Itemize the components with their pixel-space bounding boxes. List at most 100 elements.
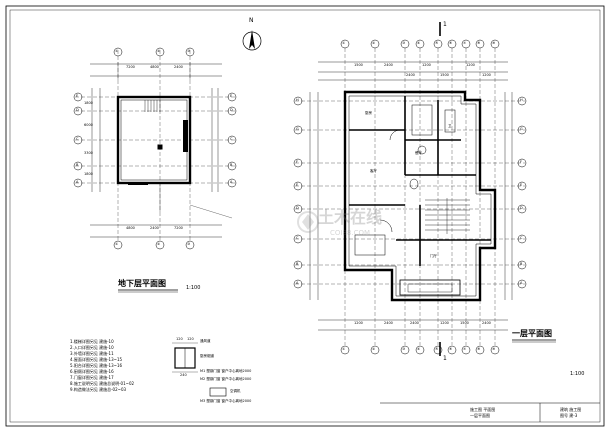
first-floor-plan (293, 22, 556, 356)
ff-dim-top-3: 2400 (406, 73, 415, 77)
ff-axis-right-b: B (520, 262, 523, 266)
vent-detail (172, 342, 198, 373)
note-item: 6.厨厕详图另见 建施-16 (70, 369, 114, 374)
ff-room-hall: 门厅 (430, 254, 437, 258)
basement-dim-top-1: 7200 (126, 65, 135, 69)
ff-dim-top-6: 1200 (466, 63, 475, 67)
ff-dim-bot-1: 1200 (354, 321, 363, 325)
detail-dim-w: 240 (180, 373, 187, 377)
basement-dim-top-3: 2400 (174, 65, 183, 69)
basement-axis-d: D (76, 108, 79, 112)
notes-list: 1.楼梯详图另见 建施-10 2.入口详图另见 建施-10 3.外墙详图另见 建… (70, 340, 134, 394)
ff-room-dining: 餐厅 (415, 151, 422, 155)
ff-axis-top-6: ⑥ (449, 41, 453, 45)
ff-axis-top-4: ④ (417, 41, 421, 45)
detail-sub: 厨房烟道 (200, 354, 214, 358)
detail-dim-1: 120 (176, 337, 183, 341)
ff-dim-top-7: 1200 (482, 73, 491, 77)
ff-axis-right-e: E (520, 183, 523, 187)
ff-dim-bot-2: 2400 (384, 321, 393, 325)
ff-axis-left-d: D (296, 206, 299, 210)
section-mark-top: 1 (443, 21, 447, 28)
basement-dim-left-3: 3300 (84, 151, 93, 155)
legend-item: M3 塑钢门窗 窗户中心离地2000 (200, 399, 252, 403)
ff-axis-top-9: ⑨ (492, 41, 496, 45)
ff-axis-top-3: ③ (402, 41, 406, 45)
ff-dim-bot-5: 1500 (460, 321, 469, 325)
ff-dim-bot-3: 2400 (410, 321, 419, 325)
basement-scale: 1:100 (186, 285, 201, 291)
ff-axis-top-8: ⑧ (477, 41, 481, 45)
ff-dim-bot-4: 1200 (440, 321, 449, 325)
ff-axis-bot-5: ⑤ (435, 347, 439, 351)
basement-axis-e: E (76, 94, 79, 98)
footer-right2: 图号 建-3 (560, 413, 578, 418)
watermark-text: 土木在线 (318, 208, 383, 227)
ff-dim-top-4: 1200 (422, 63, 431, 67)
ff-axis-bot-9: ⑨ (492, 347, 496, 351)
ff-room-wc: 卫 (448, 124, 452, 128)
ff-axis-bot-6: ⑥ (449, 347, 453, 351)
ff-axis-bot-3: ③ (402, 347, 406, 351)
basement-dim-bot-2: 2400 (150, 226, 159, 230)
ff-axis-top-7: ⑦ (463, 41, 467, 45)
basement-axis-a-r: A (230, 180, 233, 184)
first-floor-title: 一层平面图 (512, 329, 552, 338)
ff-axis-left-h: H (296, 98, 299, 102)
note-item: 5.阳台详图另见 建施-13~16 (70, 363, 123, 368)
ff-room-living: 客厅 (370, 169, 377, 173)
basement-axis-a: A (76, 180, 79, 184)
legend-box (209, 387, 227, 397)
note-item: 8.施工说明另见 建施总说明-01~02 (70, 381, 135, 386)
detail-dim-2: 120 (187, 337, 194, 341)
basement-axis-3: ③ (187, 49, 191, 53)
basement-axis-1: ① (115, 49, 119, 53)
ff-axis-left-e: E (296, 183, 299, 187)
note-item: 7.门窗详图另见 建施-17 (70, 375, 114, 380)
legend-box-label: 空调机 (230, 389, 241, 393)
basement-axis-1b: ① (115, 242, 119, 246)
ff-dim-top-1: 1500 (354, 63, 363, 67)
ff-axis-top-1: ① (342, 41, 346, 45)
detail-label: 通风道 (200, 339, 211, 343)
first-floor-scale: 1:100 (570, 371, 585, 377)
ff-room-kitchen: 厨房 (365, 111, 372, 115)
basement-title: 地下层平面图 (118, 279, 166, 288)
basement-axis-2: ② (157, 49, 161, 53)
basement-dim-left-2: 6000 (84, 123, 93, 127)
ff-axis-bot-4: ④ (417, 347, 421, 351)
ff-axis-right-c: C (520, 236, 523, 240)
ff-axis-left-b: B (296, 262, 299, 266)
note-item: 1.楼梯详图另见 建施-10 (70, 339, 114, 344)
footer-left2: 一层平面图 (470, 413, 490, 418)
basement-dim-bot-1: 4800 (126, 226, 135, 230)
ff-axis-right-f: F (520, 160, 523, 164)
legend-item: M1 塑钢门窗 窗户中心离地2000 (200, 369, 252, 373)
north-arrow-icon (242, 30, 262, 51)
ff-dim-top-5: 1500 (440, 73, 449, 77)
basement-axis-b-r: B (230, 163, 233, 167)
footer-right: 建筑 施工图 (560, 407, 582, 412)
ff-axis-right-g: G (520, 127, 523, 131)
basement-axis-e-r: E (230, 94, 233, 98)
note-item: 2.入口详图另见 建施-10 (70, 345, 114, 350)
ff-dim-top-2: 2400 (384, 63, 393, 67)
basement-axis-d-r: D (230, 108, 233, 112)
ff-axis-left-f: F (296, 160, 299, 164)
ff-axis-top-2: ② (372, 41, 376, 45)
ff-axis-bot-8: ⑧ (477, 347, 481, 351)
ff-axis-right-a: A (520, 281, 523, 285)
basement-dim-left-1: 1800 (84, 101, 93, 105)
basement-axis-c: C (76, 137, 79, 141)
note-item: 9.构造做法另见 建施总-02~03 (70, 387, 127, 392)
basement-plan (73, 47, 237, 293)
ff-axis-bot-7: ⑦ (463, 347, 467, 351)
title-block (380, 402, 600, 422)
basement-dim-left-4: 1800 (84, 172, 93, 176)
ff-axis-right-h: H (520, 98, 523, 102)
watermark-logo-icon (297, 211, 319, 233)
ff-axis-top-5: ⑤ (435, 41, 439, 45)
basement-axis-2b: ② (157, 242, 161, 246)
note-item: 3.外墙详图另见 建施-11 (70, 351, 114, 356)
